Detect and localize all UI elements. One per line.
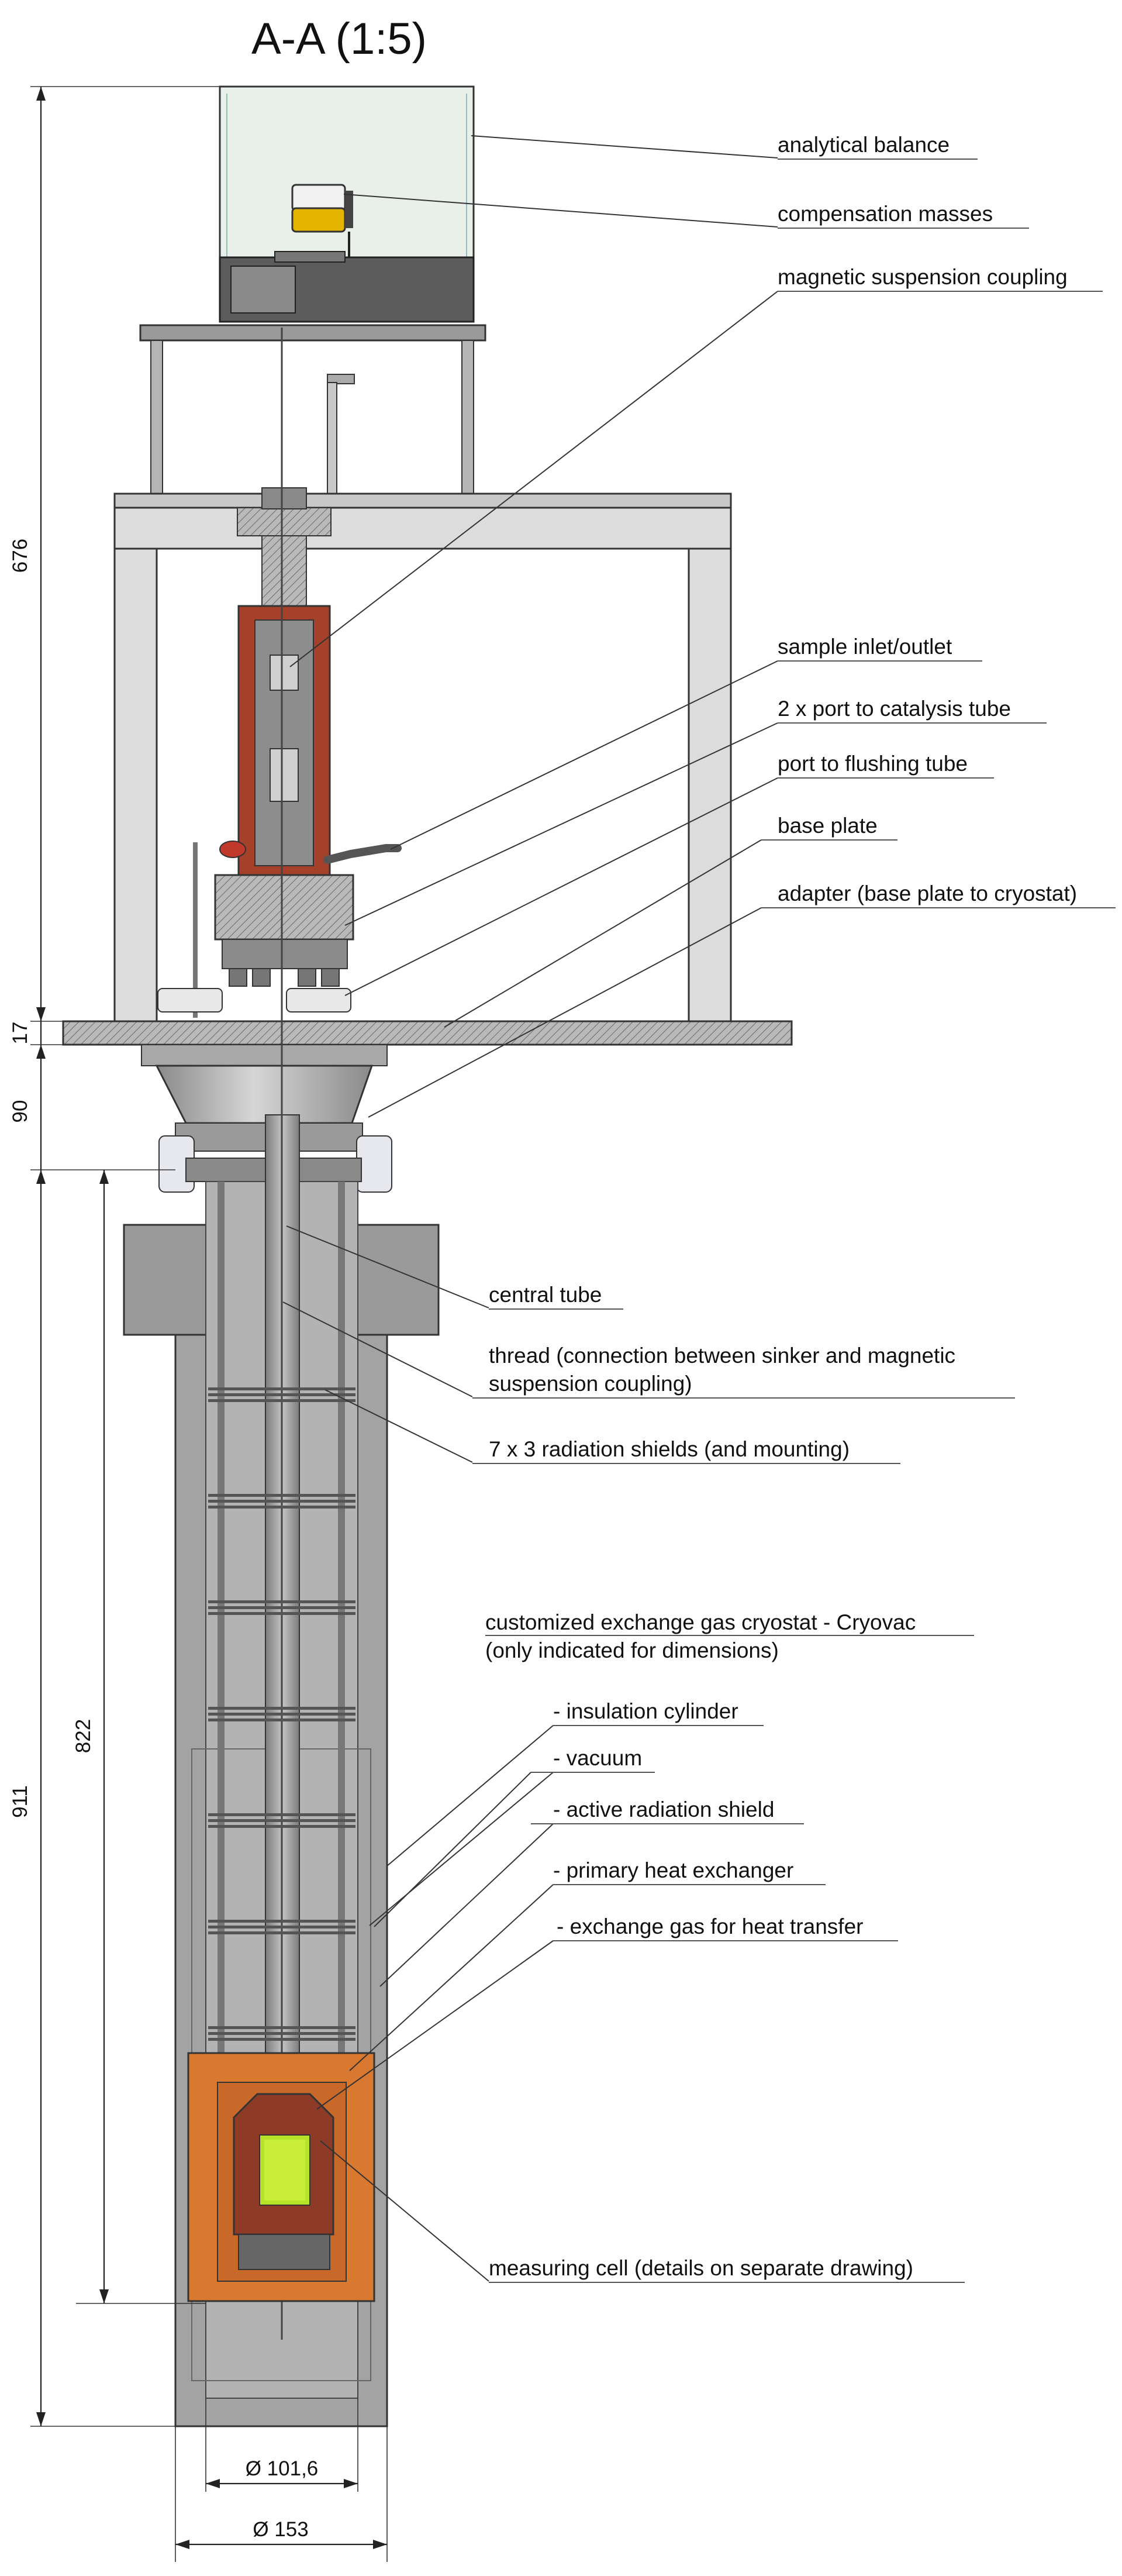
label-radiation-shields: 7 x 3 radiation shields (and mounting) bbox=[489, 1437, 850, 1461]
radiation-shield bbox=[208, 1393, 355, 1396]
compensation-masses bbox=[291, 184, 353, 257]
dim-911: 911 bbox=[9, 1785, 32, 1818]
radiation-shield bbox=[208, 1612, 355, 1615]
radiation-shield bbox=[208, 1719, 355, 1721]
label-active-radiation-shield: - active radiation shield bbox=[553, 1797, 774, 1821]
analytical-balance-enclosure bbox=[219, 85, 475, 323]
radiation-shield bbox=[208, 1931, 355, 1934]
label-port-catalysis: 2 x port to catalysis tube bbox=[778, 697, 1011, 721]
dimension-lines: 676 17 90 911 822 Ø 101,6 Ø 153 bbox=[9, 86, 388, 2562]
label-measuring-cell: measuring cell (details on separate draw… bbox=[489, 2256, 913, 2280]
radiation-shield bbox=[208, 1399, 355, 1402]
label-magnetic-suspension-coupling: magnetic suspension coupling bbox=[778, 265, 1068, 289]
radiation-shield bbox=[208, 1920, 355, 1923]
radiation-shield bbox=[208, 1606, 355, 1609]
dim-90: 90 bbox=[9, 1100, 32, 1123]
radiation-shield bbox=[208, 1600, 355, 1603]
radiation-shield bbox=[208, 1825, 355, 1828]
measuring-cell bbox=[233, 2093, 334, 2270]
balance-support-table bbox=[139, 324, 486, 494]
label-vacuum: - vacuum bbox=[553, 1746, 642, 1770]
radiation-shield bbox=[208, 1494, 355, 1497]
radiation-shield bbox=[208, 2026, 355, 2029]
dim-822: 822 bbox=[72, 1719, 95, 1753]
label-primary-heat-exchanger: - primary heat exchanger bbox=[553, 1858, 793, 1882]
radiation-shields bbox=[208, 1387, 355, 2041]
radiation-shield bbox=[208, 1819, 355, 1822]
dim-676: 676 bbox=[9, 539, 32, 573]
label-exchange-gas: - exchange gas for heat transfer bbox=[557, 1914, 863, 1938]
leader-lines bbox=[282, 135, 1116, 2283]
label-insulation-cylinder: - insulation cylinder bbox=[553, 1699, 738, 1723]
magnetic-suspension-coupling bbox=[219, 487, 402, 882]
label-cryostat-line1: customized exchange gas cryostat - Cryov… bbox=[485, 1610, 916, 1634]
label-thread-line2: suspension coupling) bbox=[489, 1372, 692, 1396]
radiation-shield bbox=[208, 2032, 355, 2035]
label-analytical-balance: analytical balance bbox=[778, 133, 950, 157]
label-compensation-masses: compensation masses bbox=[778, 202, 993, 226]
radiation-shield bbox=[208, 1713, 355, 1716]
radiation-shield bbox=[208, 1926, 355, 1928]
label-base-plate: base plate bbox=[778, 814, 878, 838]
port-flange-block bbox=[157, 842, 354, 1018]
dim-diameter-153: Ø 153 bbox=[253, 2518, 308, 2541]
radiation-shield bbox=[208, 1813, 355, 1816]
radiation-shield bbox=[208, 1707, 355, 1710]
label-thread-line1: thread (connection between sinker and ma… bbox=[489, 1344, 955, 1368]
support-frame bbox=[113, 493, 732, 1022]
radiation-shield bbox=[208, 2038, 355, 2041]
label-central-tube: central tube bbox=[489, 1283, 602, 1307]
label-port-flushing: port to flushing tube bbox=[778, 752, 968, 776]
radiation-shield bbox=[208, 1506, 355, 1509]
dim-17: 17 bbox=[9, 1022, 32, 1045]
base-plate bbox=[62, 1020, 793, 1046]
dim-diameter-101: Ø 101,6 bbox=[246, 2457, 319, 2480]
radiation-shield bbox=[208, 1500, 355, 1503]
radiation-shield bbox=[208, 1387, 355, 1390]
label-sample-inlet-outlet: sample inlet/outlet bbox=[778, 635, 952, 659]
view-title: A-A (1:5) bbox=[251, 14, 427, 64]
label-cryostat-line2: (only indicated for dimensions) bbox=[485, 1638, 779, 1662]
callout-labels: analytical balance compensation masses m… bbox=[485, 133, 1077, 2280]
label-adapter: adapter (base plate to cryostat) bbox=[778, 881, 1077, 905]
